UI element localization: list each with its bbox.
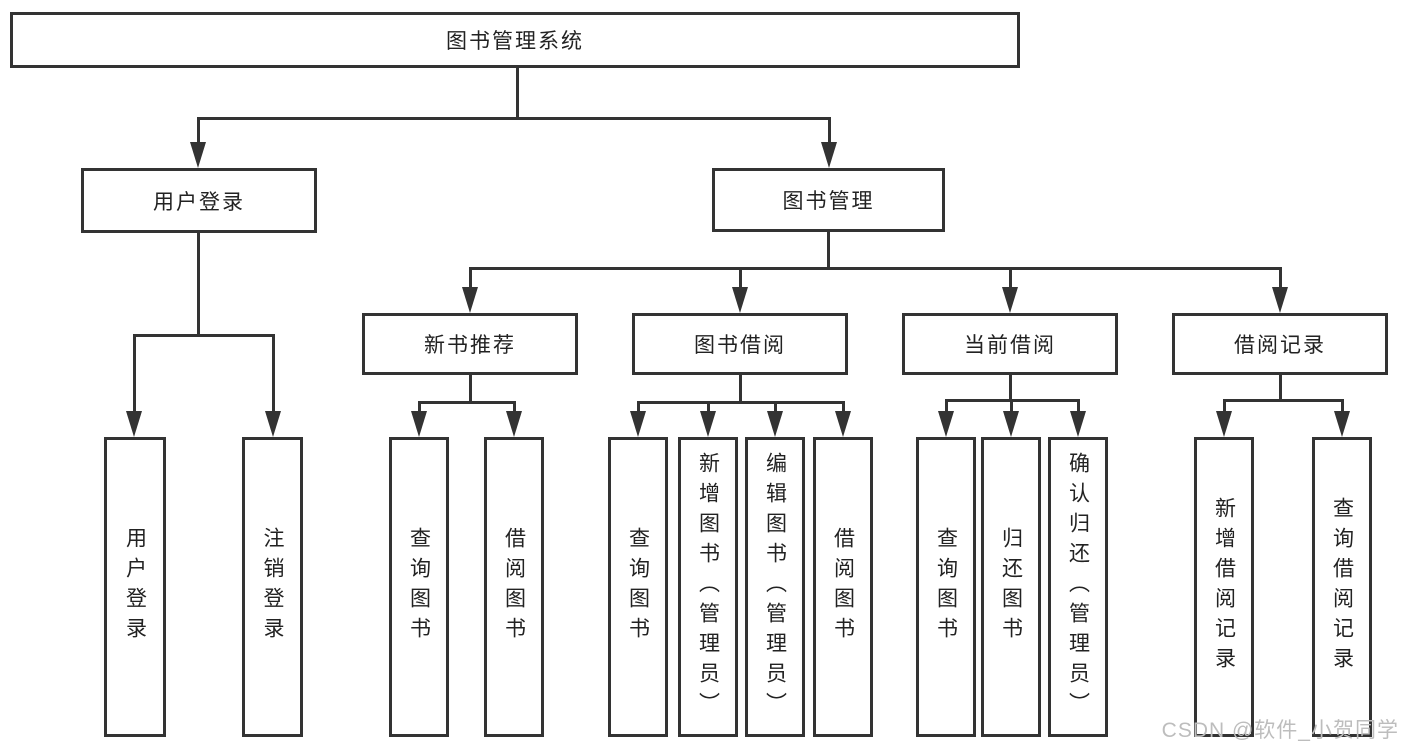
arrowhead-down-icon	[411, 411, 427, 437]
node-label: 用户登录	[153, 190, 245, 214]
node-borrow-records: 借阅记录	[1172, 313, 1388, 375]
node-label: 图书借阅	[694, 334, 786, 357]
node-label: 图书管理	[782, 190, 875, 213]
connector-drop-user-login-branch	[271, 335, 275, 415]
node-leaf-user-login: 用户登录	[104, 437, 166, 737]
connector-drop-book-mgmt-branch	[738, 268, 742, 291]
arrowhead-down-icon	[835, 411, 851, 437]
node-label: 编辑图书（管理员）	[763, 452, 787, 722]
arrowhead-down-icon	[126, 411, 142, 437]
node-label: 注销登录	[261, 527, 284, 647]
node-label: 借阅图书	[502, 527, 526, 647]
connector-stem-book-borrow	[738, 375, 742, 402]
node-user-login-branch: 用户登录	[81, 168, 317, 233]
csdn-watermark: CSDN @软件_小贺同学	[1161, 719, 1399, 742]
node-label: 用户登录	[123, 527, 147, 647]
node-leaf-query-borrow-record: 查询借阅记录	[1312, 437, 1372, 737]
connector-drop-current-borrow	[1009, 400, 1013, 415]
connector-stem-book-mgmt-branch	[826, 232, 830, 268]
connector-drop-book-mgmt-branch	[1008, 268, 1012, 291]
arrowhead-down-icon	[1272, 287, 1288, 313]
node-leaf-confirm-return-admin: 确认归还（管理员）	[1048, 437, 1108, 737]
arrowhead-down-icon	[630, 411, 646, 437]
connector-drop-new-book-rec	[512, 402, 516, 415]
connector-stem-user-login-branch	[196, 233, 200, 335]
node-leaf-add-borrow-record: 新增借阅记录	[1194, 437, 1254, 737]
node-leaf-logout: 注销登录	[242, 437, 303, 737]
node-label: 借阅记录	[1234, 334, 1326, 357]
arrowhead-down-icon	[767, 411, 783, 437]
connector-bus-root	[196, 116, 831, 120]
connector-bus-book-mgmt-branch	[468, 266, 1282, 270]
arrowhead-down-icon	[190, 142, 206, 168]
connector-bus-borrow-records	[1222, 398, 1344, 402]
arrowhead-down-icon	[1002, 287, 1018, 313]
connector-drop-current-borrow	[1076, 400, 1080, 415]
arrowhead-down-icon	[1334, 411, 1350, 437]
node-leaf-borrow-books-2: 借阅图书	[813, 437, 873, 737]
node-label: 查询图书	[934, 527, 958, 647]
connector-drop-book-borrow	[773, 402, 777, 415]
node-leaf-add-book-admin: 新增图书（管理员）	[678, 437, 738, 737]
node-leaf-return-books: 归还图书	[981, 437, 1041, 737]
arrowhead-down-icon	[462, 287, 478, 313]
node-label: 图书管理系统	[446, 30, 584, 53]
node-label: 查询图书	[626, 527, 650, 647]
node-leaf-query-books-3: 查询图书	[916, 437, 976, 737]
connector-drop-book-borrow	[841, 402, 845, 415]
node-label: 归还图书	[999, 527, 1023, 647]
connector-stem-current-borrow	[1008, 375, 1012, 400]
connector-drop-user-login-branch	[132, 335, 136, 415]
node-label: 当前借阅	[964, 334, 1056, 357]
arrowhead-down-icon	[938, 411, 954, 437]
node-label: 新增图书（管理员）	[696, 452, 720, 722]
node-label: 借阅图书	[831, 527, 855, 647]
arrowhead-down-icon	[1003, 411, 1019, 437]
node-label: 查询借阅记录	[1330, 497, 1354, 677]
node-leaf-query-books-1: 查询图书	[389, 437, 449, 737]
connector-stem-new-book-rec	[468, 375, 472, 402]
node-label: 确认归还（管理员）	[1066, 452, 1090, 722]
connector-drop-root	[196, 118, 200, 146]
connector-stem-borrow-records	[1278, 375, 1282, 400]
node-new-book-rec: 新书推荐	[362, 313, 578, 375]
arrowhead-down-icon	[506, 411, 522, 437]
connector-bus-new-book-rec	[417, 400, 516, 404]
arrowhead-down-icon	[1070, 411, 1086, 437]
connector-drop-new-book-rec	[417, 402, 421, 415]
connector-drop-borrow-records	[1222, 400, 1226, 415]
connector-drop-book-mgmt-branch	[468, 268, 472, 291]
node-label: 新书推荐	[424, 334, 516, 357]
node-root: 图书管理系统	[10, 12, 1020, 68]
node-label: 查询图书	[407, 527, 431, 647]
arrowhead-down-icon	[265, 411, 281, 437]
connector-bus-user-login-branch	[132, 333, 275, 337]
connector-drop-borrow-records	[1340, 400, 1344, 415]
node-book-mgmt-branch: 图书管理	[712, 168, 945, 232]
node-leaf-query-books-2: 查询图书	[608, 437, 668, 737]
node-leaf-borrow-books-1: 借阅图书	[484, 437, 544, 737]
arrowhead-down-icon	[700, 411, 716, 437]
node-label: 新增借阅记录	[1212, 497, 1236, 677]
node-book-borrow: 图书借阅	[632, 313, 848, 375]
arrowhead-down-icon	[1216, 411, 1232, 437]
connector-drop-book-borrow	[636, 402, 640, 415]
arrowhead-down-icon	[821, 142, 837, 168]
arrowhead-down-icon	[732, 287, 748, 313]
connector-drop-current-borrow	[944, 400, 948, 415]
connector-drop-root	[827, 118, 831, 146]
connector-drop-book-mgmt-branch	[1278, 268, 1282, 291]
connector-stem-root	[515, 68, 519, 118]
connector-bus-book-borrow	[636, 400, 845, 404]
connector-drop-book-borrow	[706, 402, 710, 415]
node-leaf-edit-book-admin: 编辑图书（管理员）	[745, 437, 805, 737]
node-current-borrow: 当前借阅	[902, 313, 1118, 375]
